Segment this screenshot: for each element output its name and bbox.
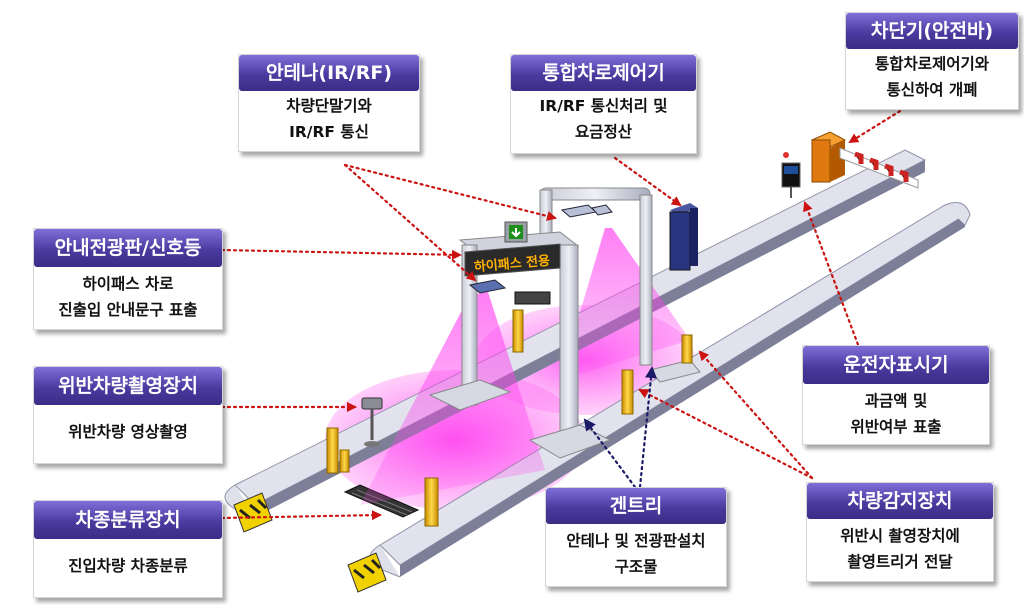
antenna-beam-right: [560, 228, 690, 380]
callout-line: 과금액 및: [864, 392, 928, 410]
antenna-panel-icon: [468, 204, 613, 294]
callout-line: 위반여부 표출: [850, 418, 942, 436]
arrow-classifier: [220, 510, 382, 521]
impact-attenuator-icon: [347, 552, 387, 593]
callout-line: 위반차량 영상촬영: [68, 423, 188, 441]
callout-body: 과금액 및 위반여부 표출: [803, 388, 989, 440]
arrow-guide-sign: [220, 248, 462, 260]
callout-line: IR/RF 통신처리 및: [539, 97, 668, 115]
callout-vehicle-detector: 차량감지장치 위반시 촬영장치에 촬영트리거 전달: [806, 482, 994, 582]
callout-antenna: 안테나(IR/RF) 차량단말기와 IR/RF 통신: [238, 54, 420, 152]
callout-line: 요금정산: [574, 123, 633, 141]
guide-sign-board: 하이패스 전용: [464, 243, 561, 277]
callout-line: 촬영트리거 전달: [847, 553, 953, 571]
callout-violation-camera: 위반차량촬영장치 위반차량 영상촬영: [33, 366, 223, 464]
toll-island-lower: [369, 202, 971, 578]
callout-line: 안테나 및 전광판설치: [566, 532, 706, 550]
callout-title: 통합차로제어기: [511, 55, 696, 91]
callout-line: 하이패스 차로: [82, 275, 174, 293]
lane-controller-cabinet-icon: [669, 203, 698, 271]
arrow-lane-controller: [613, 156, 682, 207]
callout-line: 차량단말기와: [286, 97, 372, 115]
arrow-antenna-left: [343, 163, 477, 282]
callout-title: 안내전광판/신호등: [34, 229, 222, 267]
callout-title: 차단기(안전바): [846, 13, 1018, 49]
callout-driver-display: 운전자표시기 과금액 및 위반여부 표출: [802, 345, 990, 445]
callout-body: 통합차로제어기와 통신하여 개폐: [846, 51, 1018, 103]
arrow-driver-display: [803, 201, 862, 352]
sign-text: 하이패스 전용: [473, 253, 550, 276]
callout-vehicle-classifier: 차종분류장치 진입차량 차종분류: [33, 500, 223, 598]
callout-lane-controller: 통합차로제어기 IR/RF 통신처리 및 요금정산: [510, 54, 697, 154]
callout-body: 하이패스 차로 진출입 안내문구 표출: [34, 271, 222, 323]
callout-body: 위반차량 영상촬영: [34, 419, 222, 445]
arrow-gantry-a: [583, 418, 637, 489]
callout-body: IR/RF 통신처리 및 요금정산: [511, 93, 696, 145]
arrow-gantry-b: [638, 366, 657, 489]
arrow-barrier: [848, 106, 907, 144]
callout-body: 안테나 및 전광판설치 구조물: [546, 528, 726, 580]
callout-line: 통신하여 개폐: [886, 81, 978, 99]
callout-barrier: 차단기(안전바) 통합차로제어기와 통신하여 개폐: [845, 12, 1019, 110]
callout-line: 구조물: [614, 558, 658, 576]
callout-title: 차량감지장치: [807, 483, 993, 519]
callout-line: 위반시 촬영장치에: [840, 527, 960, 545]
callout-gantry: 겐트리 안테나 및 전광판설치 구조물: [545, 487, 727, 587]
callout-body: 진입차량 차종분류: [34, 553, 222, 579]
impact-attenuator-icon: [233, 492, 273, 533]
violation-camera-icon: [361, 397, 383, 447]
callout-line: 진출입 안내문구 표출: [58, 301, 198, 319]
barrier-gate-icon: [810, 131, 919, 189]
callout-guide-sign: 안내전광판/신호등 하이패스 차로 진출입 안내문구 표출: [33, 228, 223, 330]
callout-title: 운전자표시기: [803, 346, 989, 384]
signal-light-icon: [504, 221, 528, 243]
callout-body: 위반시 촬영장치에 촬영트리거 전달: [807, 523, 993, 575]
arrow-detector-a: [698, 350, 814, 480]
callout-line: IR/RF 통신: [289, 123, 369, 141]
arrow-antenna-right: [343, 163, 557, 221]
callout-line: 진입차량 차종분류: [68, 557, 188, 575]
vehicle-detector-icon: [326, 309, 693, 527]
auxiliary-display-icon: [514, 291, 551, 305]
callout-title: 안테나(IR/RF): [239, 55, 419, 91]
callout-body: 차량단말기와 IR/RF 통신: [239, 93, 419, 145]
callout-arrows: [220, 106, 907, 521]
driver-display-icon: [781, 152, 801, 198]
arrow-detector-b: [638, 388, 814, 480]
callout-title: 차종분류장치: [34, 501, 222, 539]
callout-title: 위반차량촬영장치: [34, 367, 222, 405]
callout-line: 통합차로제어기와: [874, 55, 990, 73]
callout-title: 겐트리: [546, 488, 726, 524]
